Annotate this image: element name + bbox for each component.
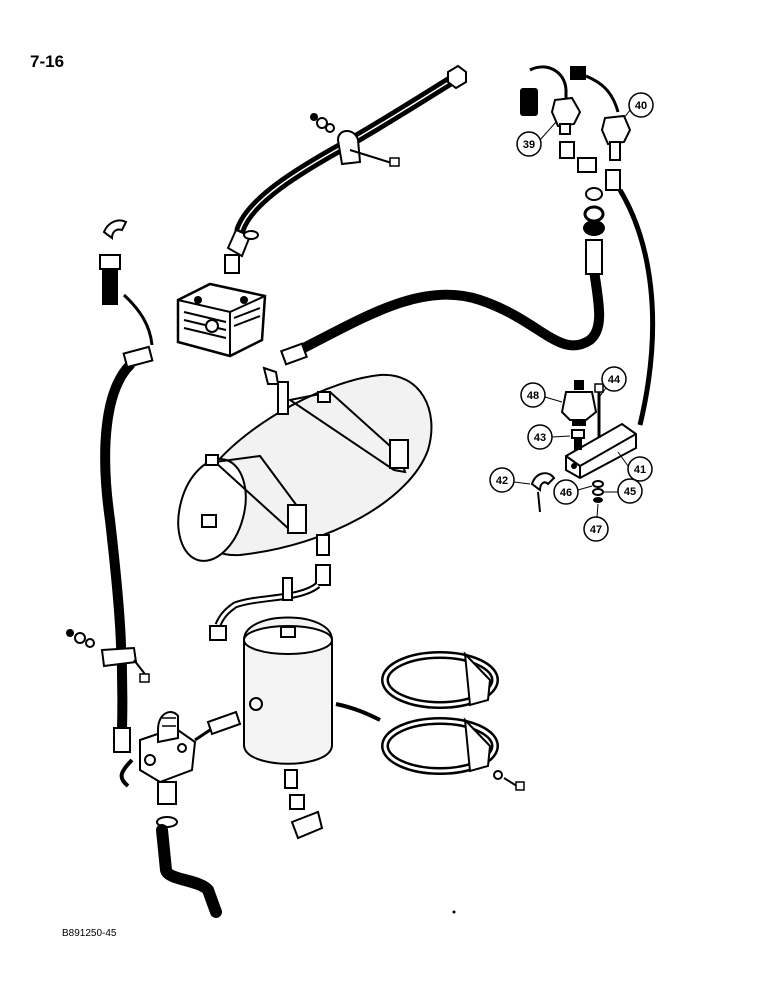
svg-text:46: 46 [560,487,572,499]
page-number: 7-16 [30,52,65,71]
svg-text:40: 40 [635,100,647,112]
callout-39: 39 [516,121,557,157]
upper-hose-clamp [310,113,400,167]
switch-40-line [617,188,656,426]
lower-hose-clamp [66,629,150,683]
dryer-drain-valve [284,769,324,840]
air-reservoir-tank [177,366,433,562]
governor-exhaust-hose [156,816,222,918]
pressure-switch-40 [570,66,632,191]
tank-outlet-fittings [209,534,331,641]
washer-45 [592,488,604,496]
compressor-cylinder-head [176,282,267,358]
callout-43: 43 [527,424,571,450]
svg-text:39: 39 [523,139,535,151]
fitting-43 [571,429,585,450]
callout-45: 45 [604,478,643,504]
callout-46: 46 [553,479,593,505]
svg-text:45: 45 [624,486,636,498]
nut-47 [593,497,603,503]
callout-44: 44 [599,366,627,397]
discharge-elbow-fitting [224,228,259,274]
washer-46 [592,480,604,488]
elbow-42 [530,472,556,513]
svg-text:43: 43 [534,432,546,444]
bolt-44 [594,383,604,438]
callout-41: 41 [617,451,653,482]
top-hose-nut [447,64,467,90]
callout-42: 42 [489,467,531,493]
svg-text:44: 44 [608,374,621,386]
svg-text:47: 47 [590,524,602,536]
pressure-switch-39 [520,65,582,159]
svg-text:48: 48 [527,390,539,402]
mounting-band-upper [381,651,499,709]
figure-code: B891250-45 [62,928,117,939]
callout-40: 40 [623,92,654,119]
left-supply-hose [100,360,135,735]
callout-47: 47 [583,503,609,542]
governor-line-hose [285,265,605,360]
callout-48: 48 [520,382,563,408]
governor-valve [119,710,242,805]
manifold-block [565,422,637,480]
svg-text:42: 42 [496,475,508,487]
inlet-elbow-fitting [99,219,154,346]
air-dryer-canister [243,616,381,765]
mounting-band-lower [381,717,525,791]
switch-adapter-stack [583,187,605,275]
pressure-gauge-sender [560,380,598,426]
svg-text:41: 41 [634,464,646,476]
